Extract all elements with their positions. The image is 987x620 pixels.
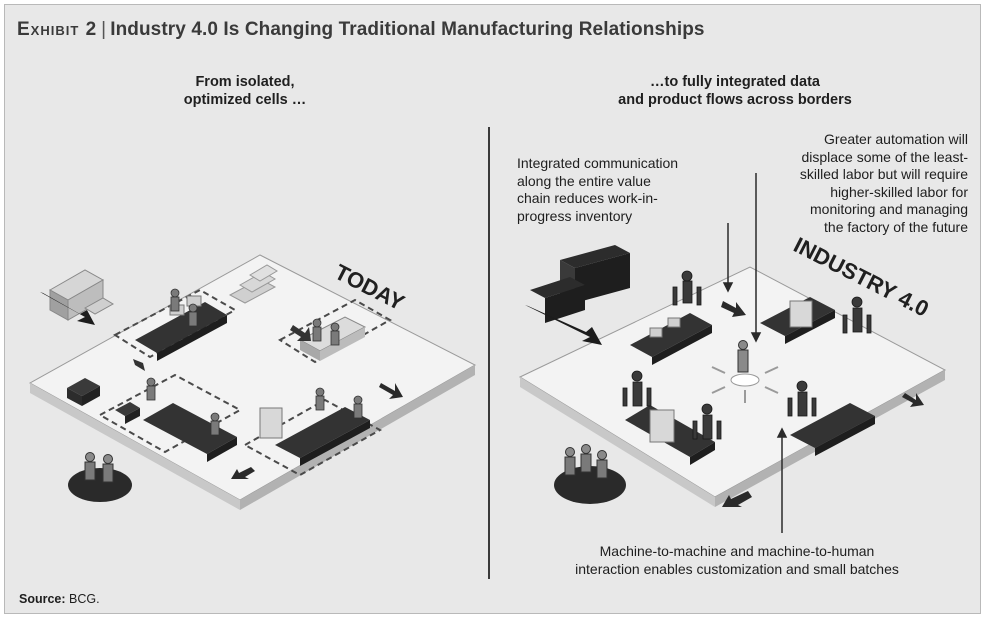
- pallet-boxes: [67, 378, 140, 424]
- today-floor-side: [240, 365, 475, 510]
- today-factory-illustration: TODAY: [28, 254, 477, 510]
- annotation-line: progress inventory: [517, 207, 633, 224]
- connected-trucks: [530, 245, 630, 323]
- annotation-line: higher-skilled labor for: [830, 183, 968, 200]
- left-subtitle-line: optimized cells …: [183, 92, 307, 108]
- customers: [554, 444, 626, 504]
- annotation-line: Machine-to-machine and machine-to-human: [599, 543, 875, 559]
- annotation-line: Integrated communication: [517, 155, 679, 171]
- right-subtitle-line: and product flows across borders: [618, 92, 852, 108]
- annotation-line: the factory of the future: [824, 218, 968, 235]
- left-subtitle-line: From isolated,: [195, 74, 295, 90]
- conveyor: [143, 403, 237, 462]
- conveyor: [790, 403, 875, 456]
- left-subtitle: From isolated, optimized cells …: [145, 73, 345, 109]
- annotation-line: interaction enables customization and sm…: [575, 560, 899, 577]
- flow-arrow: [722, 491, 752, 507]
- flow-arrow: [231, 467, 255, 479]
- inbound-arrow: [40, 292, 95, 325]
- conveyor: [259, 407, 370, 466]
- central-supervisor: [711, 340, 779, 403]
- exhibit-number: Exhibit 2: [17, 19, 98, 40]
- annotation-line: along the entire value: [517, 172, 651, 189]
- exhibit-frame: Exhibit 2|Industry 4.0 Is Changing Tradi…: [4, 4, 981, 614]
- annotation-greater-automation: Greater automation will displace some of…: [733, 131, 968, 236]
- workers: [146, 288, 363, 436]
- conveyor: [630, 313, 712, 365]
- flow-arrow: [902, 393, 924, 407]
- right-subtitle: …to fully integrated data and product fl…: [575, 73, 895, 109]
- today-floor-side: [30, 383, 240, 510]
- source-label: Source:: [19, 592, 66, 606]
- panel-divider: [488, 127, 490, 579]
- robots: [622, 270, 872, 440]
- annotation-leaders: [722, 173, 788, 533]
- annotation-line: skilled labor but will require: [799, 166, 968, 182]
- conveyor: [760, 297, 835, 344]
- flow-arrow: [133, 359, 145, 371]
- flow-arrow: [290, 325, 311, 341]
- annotation-line: Greater automation will: [824, 131, 968, 147]
- annotation-line: displace some of the least-: [801, 148, 968, 165]
- inbound-arrow: [525, 305, 602, 345]
- industry4-floor-side: [520, 377, 715, 507]
- annotation-integrated-communication: Integrated communication along the entir…: [517, 155, 737, 225]
- cell-boundary: [278, 298, 393, 364]
- right-subtitle-line: …to fully integrated data: [650, 74, 820, 90]
- stairs-shelving: [228, 264, 278, 304]
- source-value: BCG.: [69, 592, 100, 606]
- annotation-machine-interaction: Machine-to-machine and machine-to-human …: [527, 543, 947, 578]
- supplier-trucks: [48, 269, 114, 321]
- source-note: Source: BCG.: [19, 592, 100, 606]
- industry4-factory-illustration: INDUSTRY 4.0: [518, 173, 947, 533]
- flow-arrow: [721, 301, 746, 317]
- customers: [68, 452, 132, 502]
- title-separator: |: [101, 19, 107, 40]
- title-text: Industry 4.0 Is Changing Traditional Man…: [110, 19, 705, 40]
- annotation-line: monitoring and managing: [810, 201, 968, 217]
- conveyor: [625, 405, 715, 465]
- annotation-line: chain reduces work-in-: [517, 190, 658, 206]
- cell-boundary: [242, 398, 383, 477]
- flow-arrow: [379, 383, 403, 399]
- exhibit-title: Exhibit 2|Industry 4.0 Is Changing Tradi…: [17, 19, 705, 41]
